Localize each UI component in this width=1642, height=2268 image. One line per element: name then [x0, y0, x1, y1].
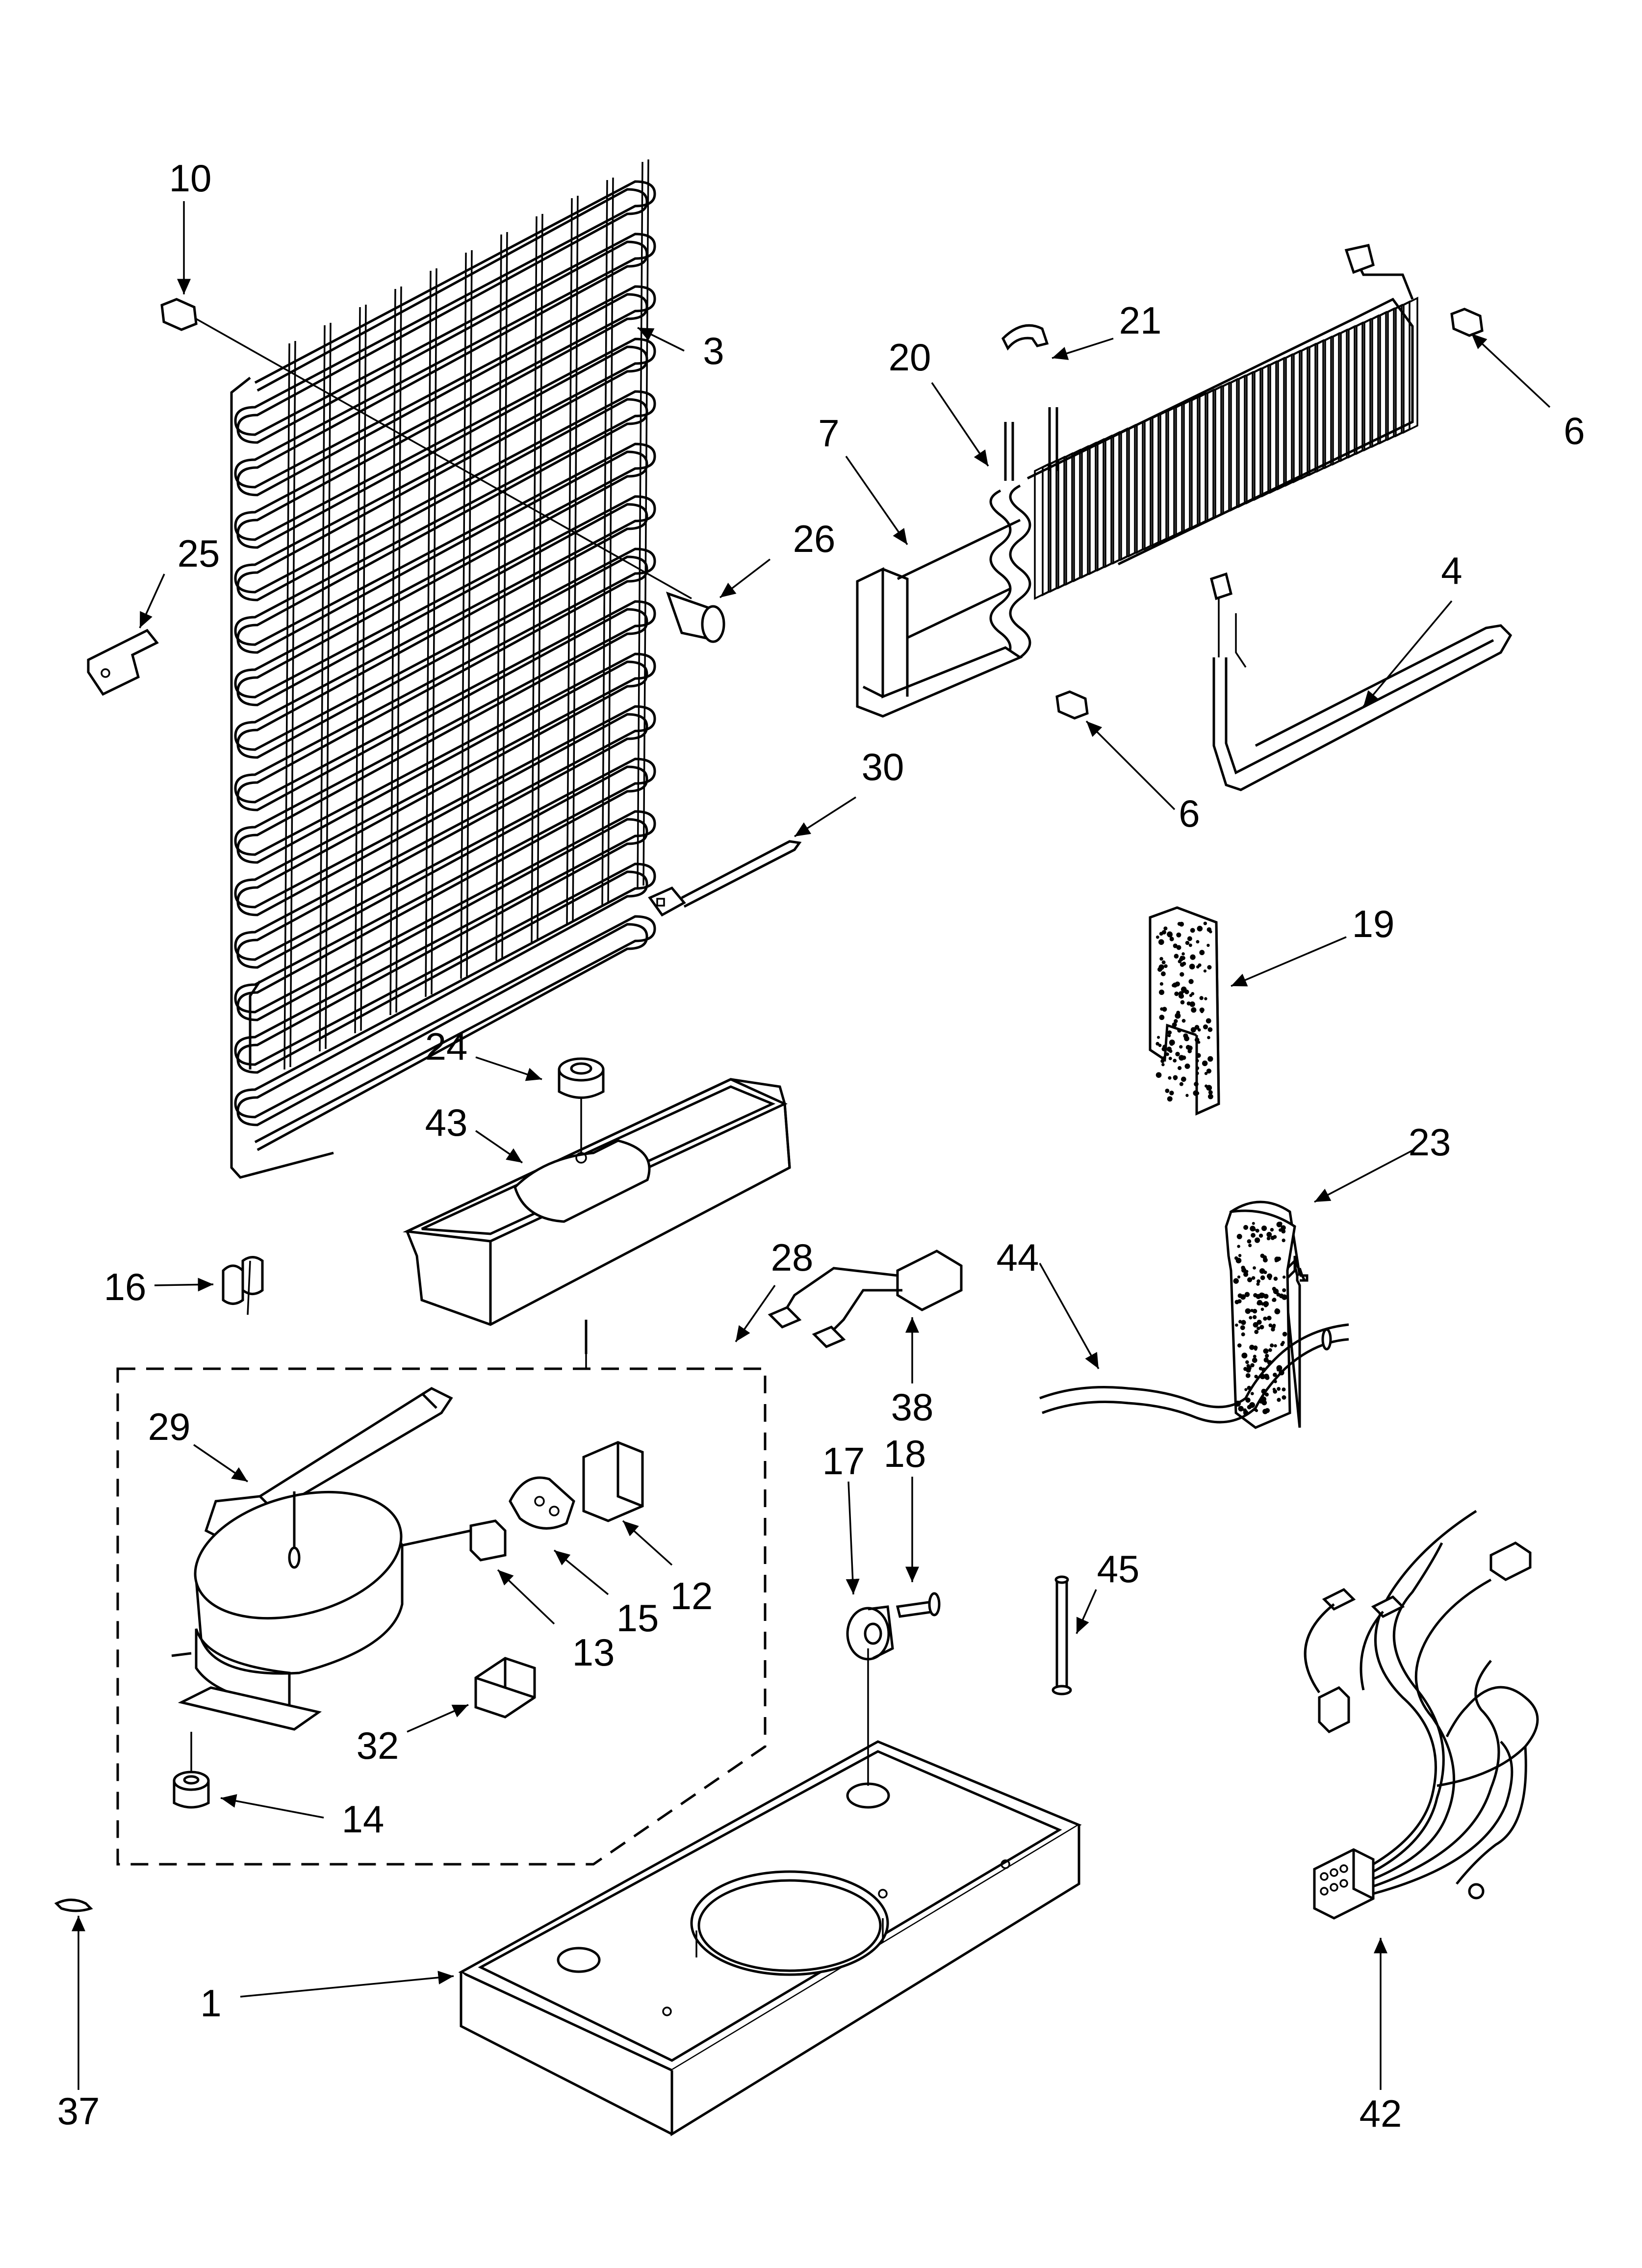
- callout-30: 30: [862, 745, 904, 788]
- callout-labels: 10 3 25 26 20 21 7 6 6 4 30 19 24 43 23 …: [57, 156, 1585, 2135]
- callout-32: 32: [357, 1724, 399, 1767]
- grommet-part: [173, 1732, 210, 1809]
- callout-29: 29: [148, 1405, 191, 1448]
- defrost-heater: [1210, 572, 1513, 791]
- clip-part: [1001, 324, 1049, 351]
- foam-block: [1225, 1200, 1308, 1429]
- callout-17: 17: [822, 1439, 865, 1483]
- callout-1: 1: [200, 1981, 221, 2025]
- clip-part: [222, 1256, 264, 1315]
- callout-26: 26: [793, 517, 836, 560]
- callout-20: 20: [889, 336, 931, 379]
- evaporator-frame: [856, 519, 1023, 718]
- callout-43: 43: [425, 1101, 468, 1144]
- condenser-coil: [230, 159, 656, 1179]
- screw-part: [1450, 308, 1484, 337]
- callout-16: 16: [104, 1265, 147, 1308]
- leader-lines: [72, 201, 1551, 2090]
- callout-7: 7: [818, 412, 839, 455]
- screw-part: [896, 1592, 941, 1618]
- callout-24: 24: [425, 1025, 468, 1068]
- screw-part: [1055, 690, 1089, 720]
- callout-15: 15: [616, 1596, 659, 1640]
- callout-21: 21: [1119, 299, 1162, 342]
- evaporator: [989, 244, 1418, 663]
- base-pan: [458, 1648, 1082, 2137]
- clip-part: [54, 1899, 93, 1912]
- drain-pan: [403, 1078, 791, 1354]
- capacitor-part: [474, 1657, 536, 1719]
- callout-28: 28: [771, 1236, 814, 1279]
- callout-18: 18: [884, 1432, 926, 1475]
- nut-part: [558, 1057, 605, 1099]
- roller-part: [846, 1605, 894, 1661]
- compressor: [171, 1490, 471, 1731]
- bracket-part: [87, 628, 159, 696]
- callout-3: 3: [703, 329, 724, 372]
- foam-block: [1149, 906, 1220, 1116]
- callout-37: 37: [57, 2089, 100, 2133]
- callout-25: 25: [178, 532, 220, 575]
- callout-19: 19: [1352, 902, 1395, 945]
- callout-14: 14: [342, 1798, 385, 1841]
- callout-13: 13: [572, 1631, 615, 1674]
- wire-harness: [1304, 1510, 1539, 1920]
- callout-38: 38: [891, 1385, 934, 1429]
- callout-6-upper: 6: [1564, 409, 1585, 452]
- callout-12: 12: [670, 1574, 713, 1617]
- wire-harness: [768, 1250, 963, 1348]
- relay-part: [582, 1441, 644, 1522]
- screw-part: [160, 298, 692, 600]
- compressor-kit-box: [116, 1354, 767, 1866]
- overload-relay: [469, 1519, 507, 1562]
- cable-tie: [648, 840, 802, 917]
- callout-4: 4: [1441, 549, 1462, 592]
- callout-42: 42: [1360, 2092, 1402, 2135]
- pin-part: [1052, 1575, 1072, 1695]
- drain-tube: [1039, 1323, 1349, 1424]
- tube-part: [666, 591, 725, 643]
- callout-23: 23: [1409, 1121, 1451, 1164]
- callout-6-lower: 6: [1179, 792, 1200, 835]
- callout-44: 44: [997, 1236, 1039, 1279]
- callout-45: 45: [1097, 1547, 1140, 1590]
- start-relay: [509, 1476, 575, 1530]
- callout-10: 10: [169, 156, 212, 200]
